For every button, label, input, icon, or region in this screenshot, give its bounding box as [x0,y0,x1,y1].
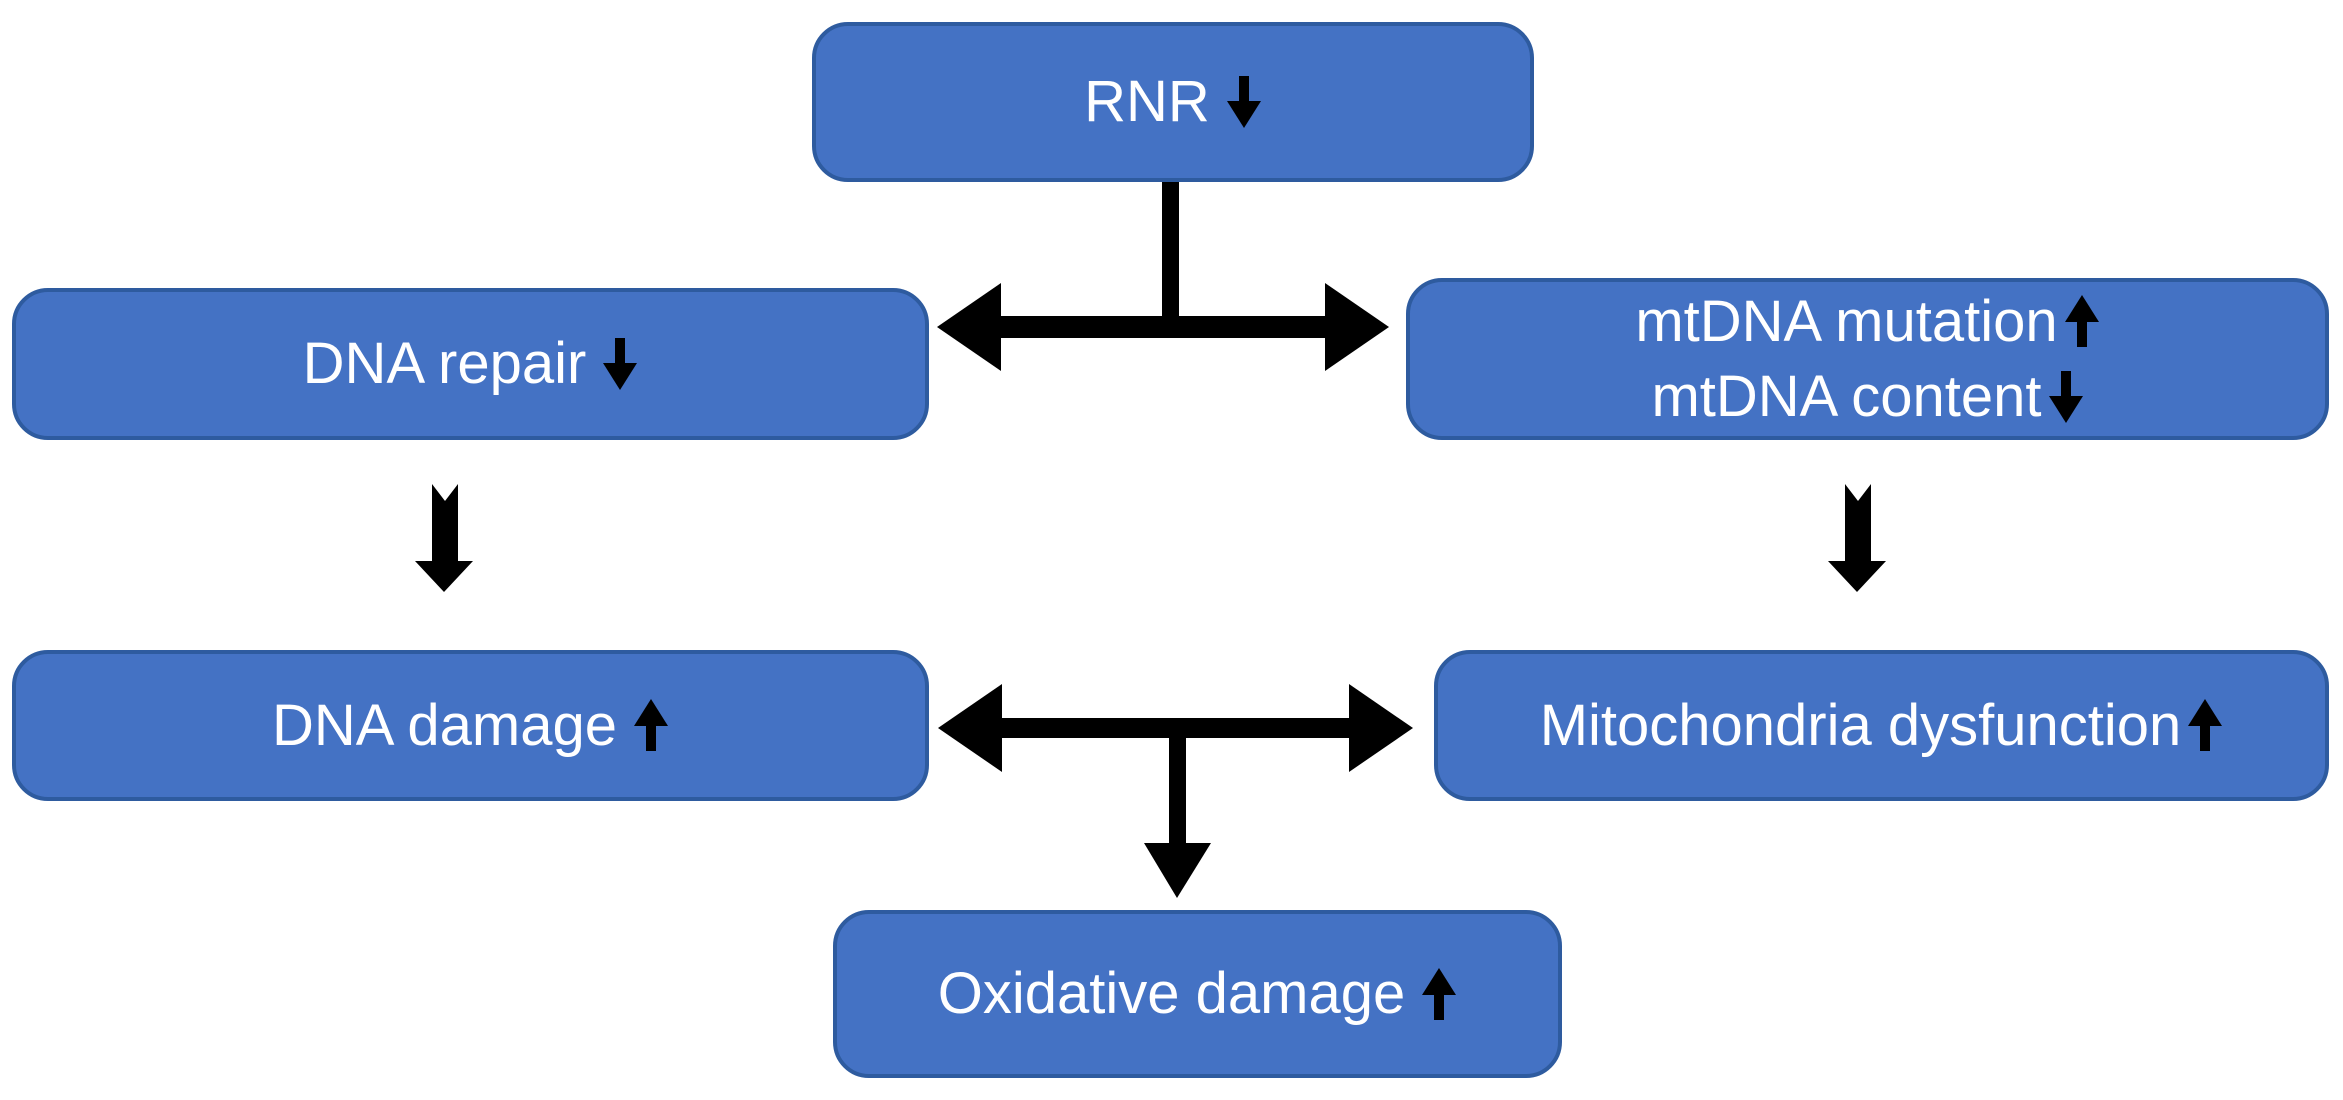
connector-damage-mito-oxidative [938,684,1413,898]
node-line: DNA repair [303,326,639,401]
node-line: mtDNA mutation [1635,284,2099,359]
down-arrow-icon [1226,75,1262,129]
down-arrow-icon [2048,370,2084,424]
node-label: mtDNA mutation [1635,288,2058,354]
connector-mtdna-mito [1828,484,1886,592]
node-dna-damage: DNA damage [12,650,929,801]
connector-dnarepair-dnadamage [415,484,473,592]
node-label: DNA damage [272,692,617,758]
node-mtdna: mtDNA mutation mtDNA content [1406,278,2329,440]
node-mitochondria-dysfunction: Mitochondria dysfunction [1434,650,2329,801]
node-label: mtDNA content [1651,364,2042,429]
connector-rnr-branch [937,180,1389,371]
node-rnr: RNR [812,22,1534,182]
up-arrow-icon [633,698,669,752]
node-label: Oxidative damage [937,961,1406,1027]
up-arrow-icon [2187,698,2223,752]
node-line: Mitochondria dysfunction [1540,688,2224,763]
node-line: RNR [1084,64,1262,139]
node-dna-repair: DNA repair [12,288,929,440]
node-line: Oxidative damage [938,956,1457,1031]
node-label: DNA repair [302,331,587,397]
node-label: Mitochondria dysfunction [1539,692,2182,758]
up-arrow-icon [2064,294,2100,348]
down-arrow-icon [602,337,638,391]
node-label: RNR [1084,69,1210,135]
node-line: DNA damage [272,688,669,763]
node-line: mtDNA content [1651,359,2083,434]
up-arrow-icon [1421,967,1457,1021]
node-oxidative-damage: Oxidative damage [833,910,1562,1078]
